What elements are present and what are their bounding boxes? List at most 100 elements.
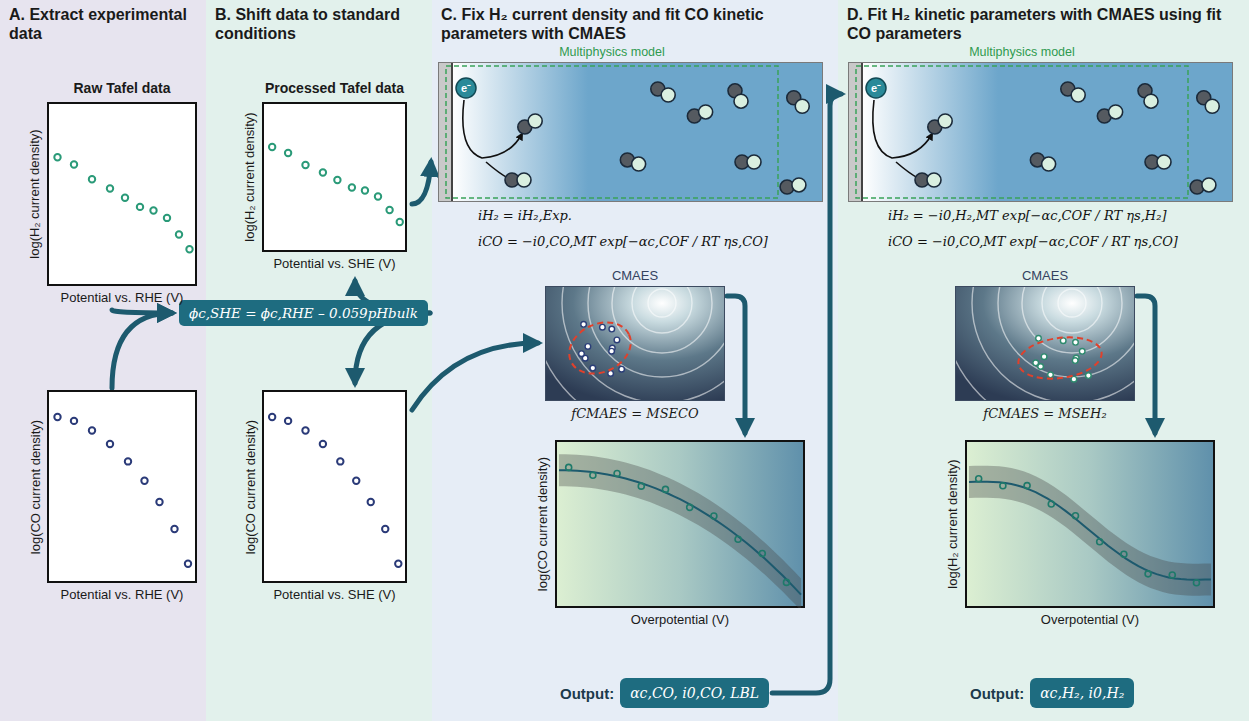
molecule-atom	[1205, 99, 1219, 113]
model-illustration	[848, 62, 1233, 202]
data-point	[125, 458, 131, 464]
rate-equation: iCO = −i0,CO,MT exp[−αc,COF / RT ηs,CO]	[888, 233, 1233, 251]
covariance-ellipse	[1016, 332, 1105, 383]
data-point	[285, 418, 291, 424]
data-point	[71, 161, 77, 167]
model-title: Multiphysics model	[446, 44, 778, 60]
plot-frame	[966, 441, 1214, 607]
sample-point	[1079, 349, 1085, 355]
data-point	[662, 486, 668, 492]
cost-contour	[972, 286, 1135, 401]
electron-label: e⁻	[867, 80, 885, 96]
sample-point	[1048, 372, 1054, 378]
data-point	[1048, 501, 1054, 507]
data-point	[386, 207, 392, 213]
data-point	[269, 144, 275, 150]
text-slot: CMAES	[955, 268, 1135, 284]
output-heading: Output:	[560, 685, 614, 702]
molecule-atom	[699, 105, 713, 119]
panel-ground	[432, 0, 838, 721]
text-slot: iCO = −i0,CO,MT exp[−αc,COF / RT ηs,CO]	[478, 233, 823, 251]
data-point	[320, 441, 326, 447]
molecule-atom	[795, 99, 809, 113]
fit-curve	[559, 470, 801, 594]
data-point	[122, 194, 128, 200]
data-point	[150, 207, 156, 213]
axis-label: log(H₂ current density)	[242, 102, 258, 252]
text-slot: Processed Tafel data	[252, 80, 417, 96]
data-point	[735, 536, 741, 542]
text-slot: log(CO current density)	[242, 390, 258, 583]
cost-contour	[1042, 286, 1102, 333]
axis-label: log(CO current density)	[535, 440, 551, 608]
molecule-atom	[938, 114, 952, 128]
sample-point	[1036, 336, 1042, 342]
flow-arrow	[112, 313, 172, 388]
data-point	[1169, 572, 1175, 578]
sample-point	[1060, 338, 1066, 344]
electrode-surface	[861, 62, 863, 202]
electron-path	[463, 100, 522, 158]
axis-label: log(H₂ current density)	[27, 102, 43, 286]
bulk-region	[848, 62, 1233, 202]
panel: D. Fit H₂ kinetic parameters with CMAES …	[838, 0, 1249, 721]
rate-equation: iH₂ = −i0,H₂,MT exp[−αc,COF / RT ηs,H₂]	[888, 207, 1233, 225]
plot-graphic	[555, 440, 805, 608]
objective-label: fCMAES = MSECO	[525, 405, 745, 423]
formula-text: ϕc,SHE = ϕc,RHE – 0.059pHbulk	[179, 300, 428, 326]
data-point	[141, 478, 147, 484]
data-point	[395, 561, 401, 567]
data-point	[1072, 513, 1078, 519]
model-domain	[856, 66, 1188, 198]
output-values: αc,CO, i0,CO, LBL	[620, 678, 769, 708]
sample-point	[579, 351, 585, 357]
product-path	[486, 162, 508, 178]
molecule-atom	[1202, 178, 1216, 192]
data-point	[1145, 571, 1151, 577]
flow-arrow	[727, 296, 745, 433]
sample-point	[1033, 360, 1039, 366]
rate-equation: iH₂ = iH₂,Exp.	[478, 207, 823, 225]
data-point	[353, 478, 359, 484]
cmaes-illustration	[955, 286, 1135, 401]
axis-label: log(CO current density)	[242, 390, 258, 583]
plot-title: Processed Tafel data	[252, 80, 417, 96]
data-point	[176, 231, 182, 237]
text-slot: Overpotential (V)	[545, 612, 815, 628]
output-box: Output:αc,H₂, i0,H₂	[970, 678, 1134, 708]
panel-heading: B. Shift data to standard conditions	[215, 5, 423, 43]
sample-point	[585, 344, 591, 350]
plot-graphic	[47, 390, 197, 583]
axis-label: log(H₂ current density)	[945, 440, 961, 608]
data-point	[759, 550, 765, 556]
electrode	[848, 62, 862, 202]
formula-box: ϕc,SHE = ϕc,RHE – 0.059pHbulk	[179, 300, 428, 326]
panel-heading: A. Extract experimental data	[9, 5, 197, 43]
text-slot: log(H₂ current density)	[242, 102, 258, 252]
axis-label: Overpotential (V)	[955, 612, 1225, 628]
text-slot: A. Extract experimental data	[9, 5, 197, 43]
axis-label: Potential vs. RHE (V)	[37, 290, 207, 306]
sample-point	[600, 324, 606, 330]
data-point	[375, 193, 381, 199]
fit-plot: log(CO current density)Overpotential (V)	[530, 440, 808, 630]
model-box: Multiphysics model	[438, 44, 823, 202]
molecule-atom	[1042, 157, 1056, 171]
sample-point	[581, 322, 587, 328]
model-box: Multiphysics model	[848, 44, 1233, 202]
data-point	[362, 187, 368, 193]
sample-point	[608, 371, 614, 377]
data-point	[368, 499, 374, 505]
model-domain	[446, 66, 778, 198]
sample-point	[1072, 358, 1078, 364]
rate-equation: iCO = −i0,CO,MT exp[−αc,COF / RT ηs,CO]	[478, 233, 823, 251]
panel-heading: C. Fix H₂ current density and fit CO kin…	[441, 5, 829, 43]
axis-label: Potential vs. SHE (V)	[252, 587, 417, 603]
plot-frame	[48, 391, 196, 582]
tafel-plot: log(CO current density)Potential vs. SHE…	[240, 390, 410, 604]
data-point	[349, 184, 355, 190]
data-point	[171, 526, 177, 532]
cmaes-box: CMAESfCMAES = MSECO	[545, 268, 725, 424]
cost-contour	[632, 286, 692, 333]
